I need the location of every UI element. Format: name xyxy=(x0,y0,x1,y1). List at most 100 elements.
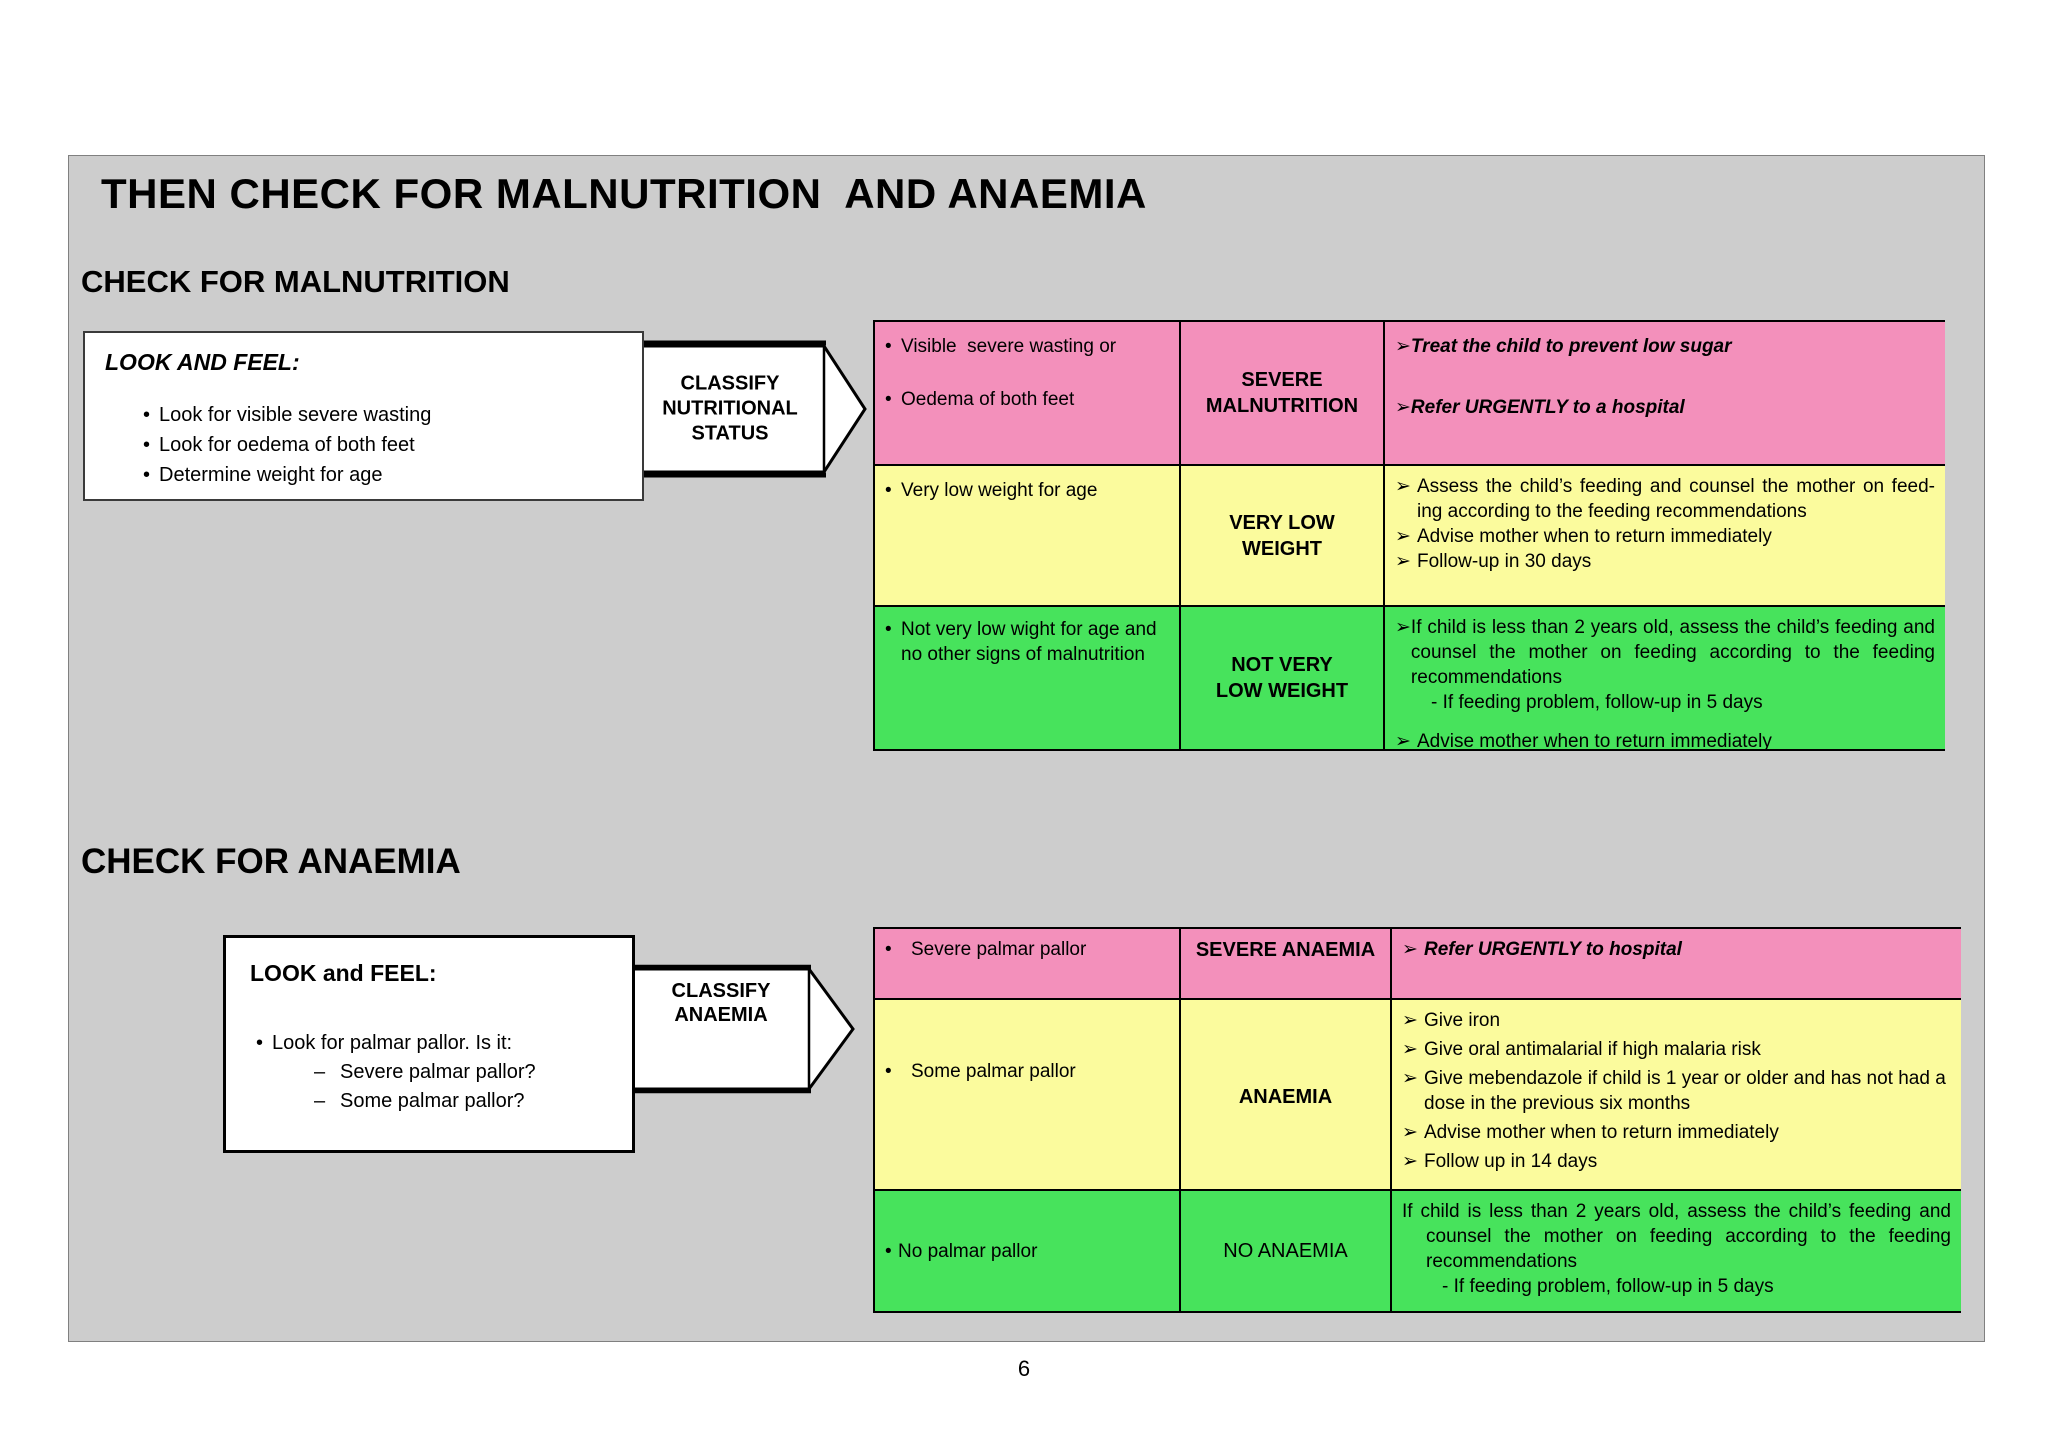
sign-text: No palmar pallor xyxy=(898,1240,1038,1262)
treatment-text: Treat the child to prevent low sugar xyxy=(1410,336,1732,357)
classify-nutritional-status-arrow: CLASSIFY NUTRITIONAL STATUS xyxy=(634,339,870,479)
dot-bullet-icon: • xyxy=(256,1032,264,1054)
treatment-item: ➢Give mebendazole if child is 1 year or … xyxy=(1402,1066,1951,1116)
treatment-text: Give iron xyxy=(1424,1010,1501,1031)
classify-anaemia-arrow: CLASSIFY ANAEMIA xyxy=(631,963,857,1095)
malnutrition-heading: CHECK FOR MALNUTRITION xyxy=(81,264,510,299)
treatment-item: ➢ Follow-up in 30 days xyxy=(1395,549,1935,574)
dot-bullet-icon: • xyxy=(885,619,892,640)
table-cell-signs: • Very low weight for age xyxy=(875,466,1179,605)
look-feel-item: Look for oedema of both feet xyxy=(159,434,415,456)
table-cell-treatment: If child is less than 2 years old, asses… xyxy=(1392,1191,1961,1311)
dot-bullet-icon: • xyxy=(885,1240,892,1262)
treatment-item: ➢ Give oral antimalarial if high malaria … xyxy=(1402,1037,1951,1062)
classify-arrow-label: CLASSIFY NUTRITIONAL STATUS xyxy=(662,372,798,445)
look-feel-sub-item: –Some palmar pallor? xyxy=(314,1087,632,1116)
sign-text: Severe palmar pallor xyxy=(911,939,1087,960)
table-cell-signs: • Severe palmar pallor xyxy=(875,929,1179,998)
dot-bullet-icon: • xyxy=(143,464,151,486)
sub-item-text: Some palmar pallor? xyxy=(340,1090,525,1112)
dot-bullet-icon: • xyxy=(885,336,892,357)
treatment-text: Assess the child’s feeding and counsel t… xyxy=(1417,476,1935,522)
arrow-bullet-icon: ➢ xyxy=(1395,397,1411,418)
list-item: • Determine weight for age xyxy=(143,460,642,490)
table-cell-treatment: ➢Treat the child to prevent low sugar ➢R… xyxy=(1385,322,1945,464)
page-number: 6 xyxy=(1017,1356,1031,1381)
look-feel-lead: • Look for palmar pallor. Is it: xyxy=(256,1029,632,1058)
table-cell-classification: SEVERE MALNUTRITION xyxy=(1181,322,1383,464)
sign-text: Not very low wight for age and no other … xyxy=(901,619,1157,665)
treatment-item: ➢If child is less than 2 years old, asse… xyxy=(1395,615,1935,690)
dot-bullet-icon: • xyxy=(143,404,151,426)
treatment-item: ➢Treat the child to prevent low sugar xyxy=(1395,334,1935,359)
sign-item: • Not very low wight for age and no other… xyxy=(885,617,1169,667)
sign-item: • Very low weight for age xyxy=(885,478,1169,503)
dot-bullet-icon: • xyxy=(885,480,892,501)
table-cell-classification: SEVERE ANAEMIA xyxy=(1181,929,1390,998)
sign-text: Oedema of both feet xyxy=(901,389,1075,410)
table-cell-signs: • Not very low wight for age and no other… xyxy=(875,607,1179,749)
treatment-item: ➢ Advise mother when to return immediatel… xyxy=(1395,729,1935,754)
arrow-bullet-icon: ➢ xyxy=(1402,939,1418,960)
look-feel-item: Look for visible severe wasting xyxy=(159,404,432,426)
treatment-text: Follow-up in 30 days xyxy=(1417,551,1592,572)
malnutrition-look-feel-list: • Look for visible severe wasting • Look f… xyxy=(143,400,642,490)
treatment-text: Refer URGENTLY to a hospital xyxy=(1410,397,1685,418)
sign-text: Visible severe wasting or xyxy=(901,336,1117,357)
sign-item: • Oedema of both feet xyxy=(885,387,1169,412)
chart-page-panel: THEN CHECK FOR MALNUTRITION AND ANAEMIA … xyxy=(68,155,1985,1342)
dash-bullet-icon: – xyxy=(314,1061,326,1083)
arrow-shape-icon xyxy=(634,340,867,478)
arrow-bullet-icon: ➢ xyxy=(1395,526,1411,547)
treatment-text: Advise mother when to return immediately xyxy=(1417,731,1772,752)
arrow-bullet-icon: ➢ xyxy=(1395,336,1411,357)
treatment-subitem: - If feeding problem, follow-up in 5 day… xyxy=(1442,1276,1774,1297)
sign-text: Some palmar pallor xyxy=(911,1061,1076,1082)
malnutrition-look-feel-title: LOOK AND FEEL: xyxy=(105,349,300,375)
treatment-item: ➢ Refer URGENTLY to hospital xyxy=(1402,937,1951,962)
table-cell-classification: NO ANAEMIA xyxy=(1181,1191,1390,1311)
arrow-bullet-icon: ➢ xyxy=(1395,617,1411,638)
sign-item: • Severe palmar pallor xyxy=(885,937,1169,962)
table-cell-signs: • Visible severe wasting or • Oedema of bo… xyxy=(875,322,1179,464)
table-cell-treatment: ➢ Refer URGENTLY to hospital xyxy=(1392,929,1961,998)
malnutrition-look-feel-box: LOOK AND FEEL: • Look for visible severe … xyxy=(83,331,644,501)
arrow-bullet-icon: ➢ xyxy=(1395,731,1411,752)
classify-arrow-label: CLASSIFY ANAEMIA xyxy=(671,980,771,1026)
treatment-item: ➢ Give iron xyxy=(1402,1008,1951,1033)
table-cell-classification: NOT VERY LOW WEIGHT xyxy=(1181,607,1383,749)
arrow-bullet-icon: ➢ xyxy=(1402,1122,1418,1143)
treatment-item: ➢ Follow up in 14 days xyxy=(1402,1149,1951,1174)
table-cell-treatment: ➢ Assess the child’s feeding and counsel … xyxy=(1385,466,1945,605)
treatment-subitem: - If feeding problem, follow-up in 5 day… xyxy=(1431,692,1763,713)
treatment-item: ➢ Advise mother when to return immediatel… xyxy=(1402,1120,1951,1145)
dot-bullet-icon: • xyxy=(885,389,892,410)
sign-text: Very low weight for age xyxy=(901,480,1098,501)
page-title: THEN CHECK FOR MALNUTRITION AND ANAEMIA xyxy=(101,170,1147,217)
malnutrition-classification-table: • Visible severe wasting or • Oedema of bo… xyxy=(873,320,1945,754)
arrow-shape-icon xyxy=(631,964,855,1094)
treatment-paragraph: If child is less than 2 years old, asses… xyxy=(1402,1201,1951,1272)
treatment-item: ➢Advise mother when to return immediatel… xyxy=(1395,524,1935,549)
treatment-text: Follow up in 14 days xyxy=(1424,1151,1598,1172)
sign-item: •Some palmar pallor xyxy=(885,1059,1169,1084)
sign-item: • Visible severe wasting or xyxy=(885,334,1169,359)
treatment-text: Refer URGENTLY to hospital xyxy=(1424,939,1682,960)
arrow-bullet-icon: ➢ xyxy=(1395,476,1411,497)
anaemia-look-feel-title: LOOK and FEEL: xyxy=(250,960,437,986)
treatment-item: ➢ Assess the child’s feeding and counsel … xyxy=(1395,474,1935,524)
treatment-text: Advise mother when to return immediately xyxy=(1424,1122,1779,1143)
arrow-bullet-icon: ➢ xyxy=(1402,1039,1418,1060)
arrow-bullet-icon: ➢ xyxy=(1395,551,1411,572)
treatment-text: Give oral antimalarial if high malaria r… xyxy=(1424,1039,1761,1060)
dot-bullet-icon: • xyxy=(885,939,892,960)
table-cell-signs: •Some palmar pallor xyxy=(875,1000,1179,1189)
arrow-bullet-icon: ➢ xyxy=(1402,1151,1418,1172)
look-feel-item: Look for palmar pallor. Is it: xyxy=(272,1032,513,1054)
look-feel-item: Determine weight for age xyxy=(159,464,383,486)
treatment-text: Give mebendazole if child is 1 year or o… xyxy=(1424,1068,1946,1114)
sign-item: • No palmar pallor xyxy=(885,1239,1169,1264)
dot-bullet-icon: • xyxy=(143,434,151,456)
arrow-bullet-icon: ➢ xyxy=(1402,1010,1418,1031)
treatment-item: ➢Refer URGENTLY to a hospital xyxy=(1395,395,1935,420)
